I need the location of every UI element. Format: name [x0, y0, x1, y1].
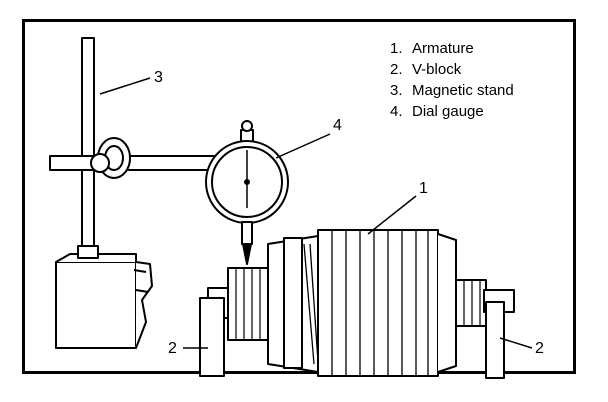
magnetic-stand-base	[55, 253, 153, 349]
legend-label: Armature	[412, 40, 474, 57]
callout-v-block-left: 2	[168, 340, 177, 357]
callout-magnetic-stand: 3	[154, 69, 163, 86]
callout-v-block-right: 2	[535, 340, 544, 357]
armature-body	[267, 229, 457, 377]
legend-label: Dial gauge	[412, 103, 484, 120]
legend-number: 2.	[390, 61, 403, 78]
legend-item-armature: 1. Armature	[390, 38, 514, 59]
callout-dial-gauge: 4	[333, 117, 342, 134]
callout-armature: 1	[419, 180, 428, 197]
magnetic-stand-post	[77, 37, 99, 259]
parts-legend: 1. Armature 2. V-block 3. Magnetic stand…	[390, 38, 514, 122]
v-block-right	[485, 301, 505, 379]
leader-magnetic-stand	[99, 77, 151, 95]
dial-gauge	[205, 120, 289, 265]
leader-armature	[367, 195, 417, 235]
leader-lines	[99, 77, 533, 349]
legend-number: 1.	[390, 40, 403, 57]
legend-item-magnetic-stand: 3. Magnetic stand	[390, 80, 514, 101]
v-block-left	[199, 297, 225, 377]
stand-clamp	[49, 137, 217, 179]
legend-item-v-block: 2. V-block	[390, 59, 514, 80]
leader-v-block-right	[499, 337, 533, 349]
legend-label: V-block	[412, 61, 462, 78]
legend-label: Magnetic stand	[412, 82, 514, 99]
legend-number: 4.	[390, 103, 403, 120]
leader-dial-gauge	[275, 133, 331, 159]
legend-item-dial-gauge: 4. Dial gauge	[390, 101, 514, 122]
legend-number: 3.	[390, 82, 403, 99]
